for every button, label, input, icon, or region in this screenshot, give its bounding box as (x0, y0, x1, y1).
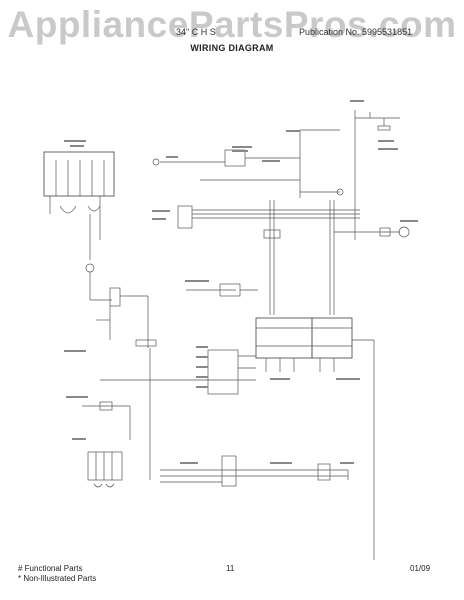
page-number: 11 (226, 564, 235, 573)
bottom-right-wiring (160, 455, 349, 487)
left-harness (85, 214, 157, 480)
main-connector-bus (177, 200, 410, 315)
relay-mid (186, 283, 258, 297)
footnote-non-illustrated-parts: * Non-Illustrated Parts (18, 574, 97, 583)
footnote-functional-parts: # Functional Parts (18, 564, 83, 573)
control-board-top (152, 129, 344, 198)
compressor-terminal-block (43, 151, 115, 240)
bottom-left-components (82, 401, 131, 488)
watermark: AppliancePartsPros.com (7, 4, 457, 45)
publication-number: Publication No. 5995531851 (299, 27, 413, 37)
top-right-component (354, 110, 400, 240)
model-label: 34" C H S (176, 27, 216, 37)
main-control-board (255, 317, 375, 560)
page-title: WIRING DIAGRAM (190, 43, 274, 53)
revision-date: 01/09 (410, 564, 431, 573)
lower-harness (100, 349, 256, 395)
